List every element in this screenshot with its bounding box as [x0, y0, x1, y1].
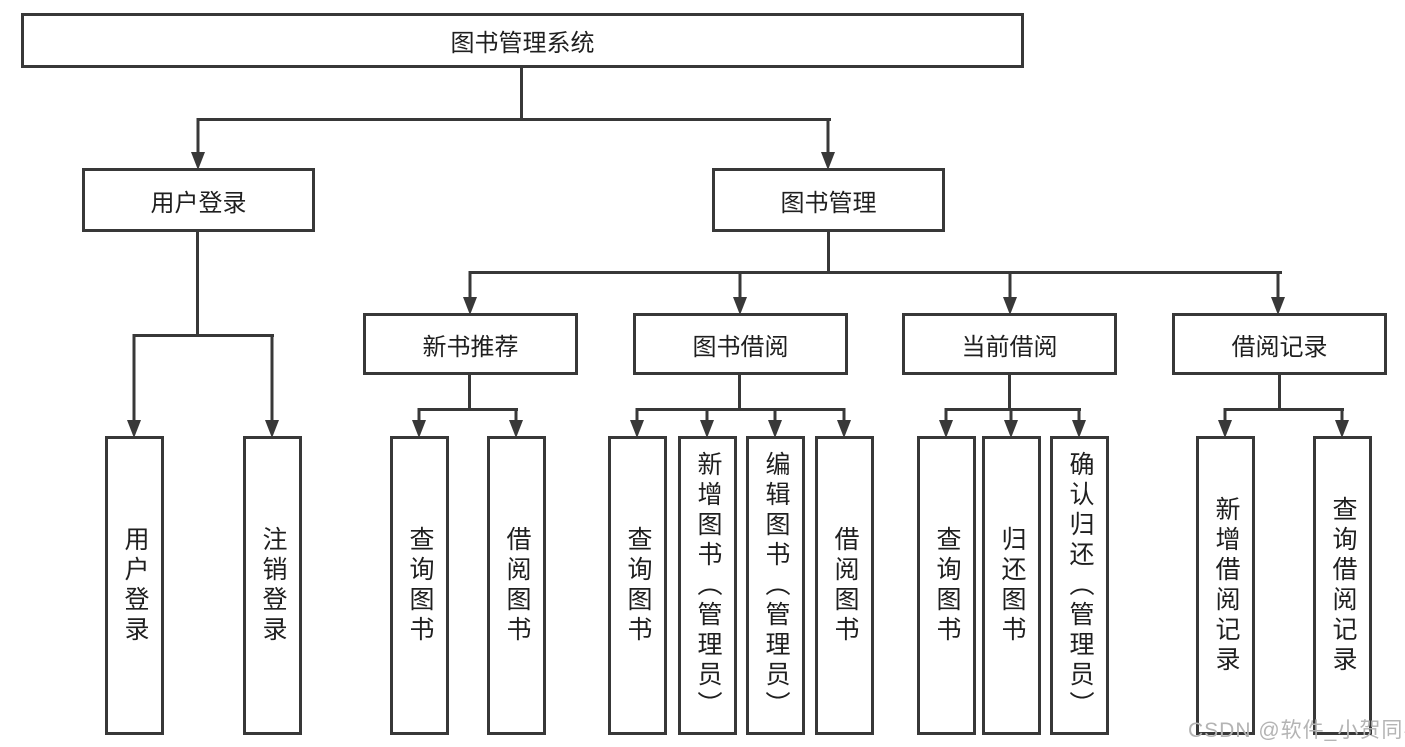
connector-arrow [768, 408, 782, 438]
connector-arrow [1335, 408, 1349, 438]
connector-line [636, 408, 844, 411]
node-current-borrowing: 当前借阅 [902, 313, 1117, 375]
leaf-query-borrow-record: 查询借阅记录 [1313, 436, 1372, 735]
node-label: 查询图书 [406, 525, 434, 646]
node-book-borrowing: 图书借阅 [633, 313, 848, 375]
node-label: 查询图书 [933, 525, 961, 646]
connector-arrow [1004, 408, 1018, 438]
node-label: 当前借阅 [961, 333, 1058, 361]
node-label: 用户登录 [121, 525, 149, 646]
connector-line [738, 375, 741, 411]
node-user-login: 用户登录 [82, 168, 315, 232]
node-label: 图书管理 [780, 189, 877, 217]
node-new-book-recommendation: 新书推荐 [363, 313, 578, 375]
connector-arrow [265, 334, 279, 438]
node-label: 借阅记录 [1231, 333, 1328, 361]
connector-line [1224, 408, 1344, 411]
connector-line [133, 334, 274, 337]
node-label: 新增借阅记录 [1212, 495, 1240, 676]
node-label: 编辑图书（管理员） [762, 450, 790, 721]
connector-line [196, 232, 199, 337]
node-label: 确认归还（管理员） [1066, 450, 1094, 721]
connector-line [827, 232, 830, 274]
connector-arrow [463, 271, 477, 315]
leaf-add-borrow-record: 新增借阅记录 [1196, 436, 1255, 735]
connector-line [418, 408, 518, 411]
connector-arrow [939, 408, 953, 438]
leaf-edit-book-admin: 编辑图书（管理员） [746, 436, 805, 735]
node-label: 借阅图书 [503, 525, 531, 646]
node-label: 新增图书（管理员） [694, 450, 722, 721]
node-borrowing-records: 借阅记录 [1172, 313, 1387, 375]
node-label: 图书借阅 [692, 333, 789, 361]
connector-line [1278, 375, 1281, 411]
connector-arrow [191, 118, 205, 170]
leaf-query-books-current: 查询图书 [917, 436, 976, 735]
leaf-user-login: 用户登录 [105, 436, 164, 735]
connector-arrow [1072, 408, 1086, 438]
connector-line [469, 271, 1282, 274]
connector-arrow [127, 334, 141, 438]
connector-arrow [509, 408, 523, 438]
connector-arrow [1218, 408, 1232, 438]
node-label: 用户登录 [150, 189, 247, 217]
node-label: 图书管理系统 [450, 30, 595, 57]
connector-arrow [821, 118, 835, 170]
connector-arrow [1003, 271, 1017, 315]
node-label: 新书推荐 [422, 333, 519, 361]
connector-arrow [630, 408, 644, 438]
leaf-query-books-borrow: 查询图书 [608, 436, 667, 735]
leaf-borrow-books: 借阅图书 [815, 436, 874, 735]
connector-line [520, 68, 523, 120]
node-book-management: 图书管理 [712, 168, 945, 232]
leaf-logout: 注销登录 [243, 436, 302, 735]
connector-line [1008, 375, 1011, 411]
connector-line [197, 118, 831, 121]
node-label: 查询图书 [624, 525, 652, 646]
connector-arrow [1271, 271, 1285, 315]
leaf-borrow-books-recommend: 借阅图书 [487, 436, 546, 735]
leaf-return-book: 归还图书 [982, 436, 1041, 735]
connector-arrow [700, 408, 714, 438]
node-label: 归还图书 [998, 525, 1026, 646]
connector-arrow [733, 271, 747, 315]
node-label: 借阅图书 [831, 525, 859, 646]
connector-arrow [837, 408, 851, 438]
watermark-text: CSDN @软件_小贺同学 [1188, 719, 1405, 742]
leaf-confirm-return-admin: 确认归还（管理员） [1050, 436, 1109, 735]
node-label: 注销登录 [259, 525, 287, 646]
connector-line [468, 375, 471, 411]
node-label: 查询借阅记录 [1329, 495, 1357, 676]
node-library-management-system: 图书管理系统 [21, 13, 1024, 68]
leaf-add-book-admin: 新增图书（管理员） [678, 436, 737, 735]
connector-arrow [412, 408, 426, 438]
leaf-query-books-recommend: 查询图书 [390, 436, 449, 735]
